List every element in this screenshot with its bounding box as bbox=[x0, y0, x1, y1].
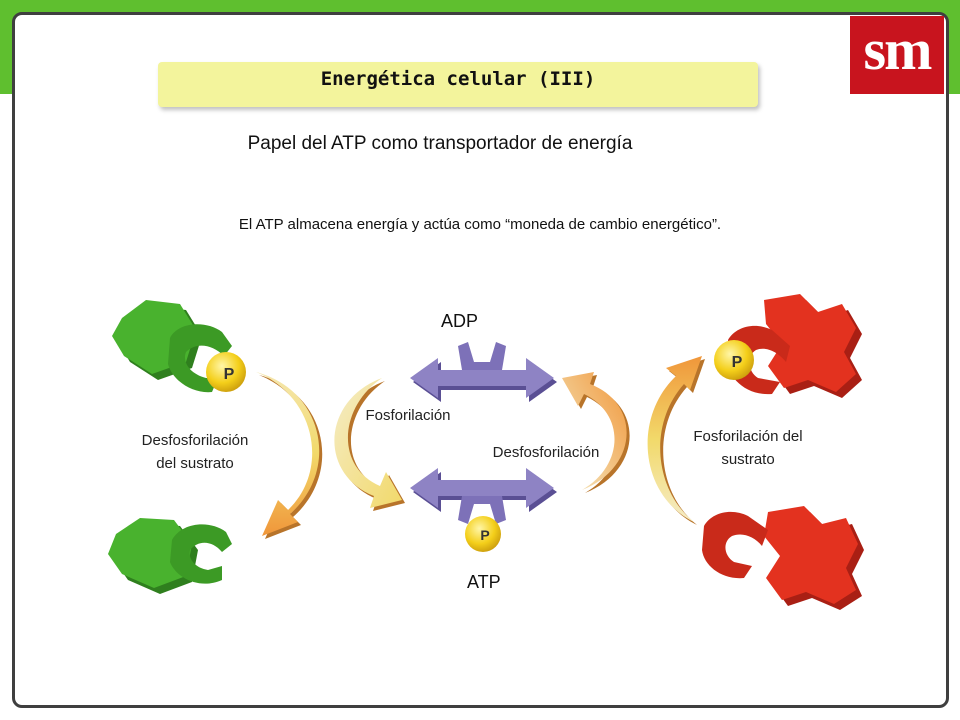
left-label-line1: Desfosforilación bbox=[141, 432, 249, 449]
atp-label: ATP bbox=[467, 572, 501, 592]
section-subtitle: Papel del ATP como transportador de ener… bbox=[247, 133, 633, 154]
red-substrate-free bbox=[702, 506, 864, 610]
right-label: Fosforilación del sustrato bbox=[668, 425, 828, 471]
curved-arrow-center-left bbox=[334, 378, 405, 511]
atp-molecule bbox=[410, 468, 557, 552]
subject-name: Biología bbox=[23, 20, 81, 37]
green-substrate-free bbox=[108, 518, 232, 594]
unit-title: Metabolismo celular bbox=[358, 30, 542, 51]
phosphate-symbol-atp: P bbox=[480, 527, 489, 543]
center-top-label: Fosforilación bbox=[365, 407, 451, 424]
sm-logo: sm bbox=[850, 16, 944, 94]
phosphate-symbol-left: P bbox=[224, 366, 235, 383]
curved-arrow-right bbox=[647, 356, 705, 525]
slide-title: Energética celular (III) bbox=[320, 68, 596, 90]
title-banner: Energética celular (III) bbox=[158, 62, 758, 107]
phosphate-symbol-right: P bbox=[732, 354, 743, 371]
subject-level: 2.º Bachillerato bbox=[23, 42, 131, 59]
adp-label: ADP bbox=[441, 311, 479, 331]
adp-molecule bbox=[410, 342, 557, 402]
curved-arrow-center-right bbox=[562, 372, 630, 493]
curved-arrow-left bbox=[256, 372, 323, 539]
red-substrate-phosphorylated bbox=[714, 294, 862, 398]
right-label-line1: Fosforilación del bbox=[693, 428, 803, 445]
right-label-line2: sustrato bbox=[721, 451, 775, 468]
green-substrate-phosphorylated bbox=[112, 300, 246, 393]
center-bottom-label: Desfosforilación bbox=[492, 444, 600, 461]
sm-logo-text: sm bbox=[863, 17, 933, 82]
left-label-line2: del sustrato bbox=[156, 455, 234, 472]
atp-statement: El ATP almacena energía y actúa como “mo… bbox=[238, 216, 722, 233]
left-label: Desfosforilación del sustrato bbox=[110, 429, 280, 475]
